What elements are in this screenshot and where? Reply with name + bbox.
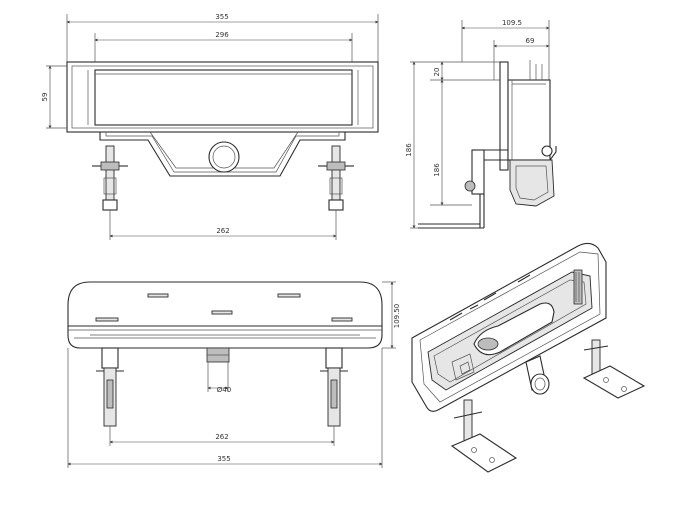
dim-height: 186 bbox=[405, 143, 413, 157]
dim-leg-spacing: 262 bbox=[216, 227, 229, 235]
side-view: 109.5 69 20 186 186 bbox=[405, 19, 557, 229]
dim-top-leg-spacing: 262 bbox=[215, 433, 228, 441]
isometric-view bbox=[411, 242, 646, 473]
dim-inner-width: 296 bbox=[215, 31, 229, 39]
dim-inner-depth: 69 bbox=[526, 37, 535, 45]
dim-top-depth: 109.50 bbox=[393, 304, 401, 329]
dim-body-height: 59 bbox=[41, 93, 49, 102]
top-view: Ø40 109.50 262 355 bbox=[67, 281, 401, 468]
dim-drain-height: 186 bbox=[433, 163, 441, 177]
front-view: 355 296 59 bbox=[41, 13, 379, 240]
dim-top-height: 20 bbox=[433, 68, 441, 77]
dim-depth: 109.5 bbox=[502, 19, 522, 27]
dim-top-overall-width: 355 bbox=[217, 455, 230, 463]
dim-outlet-diameter: Ø40 bbox=[217, 386, 231, 394]
dim-overall-width: 355 bbox=[215, 13, 228, 21]
